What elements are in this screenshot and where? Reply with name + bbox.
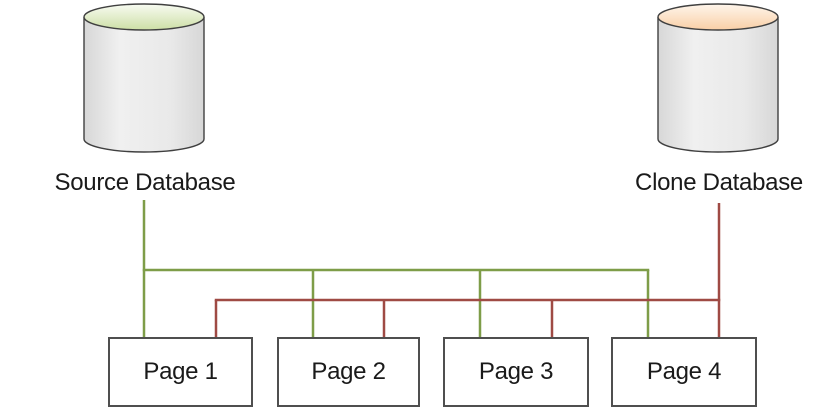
source-connections	[142, 200, 650, 338]
page-box-3: Page 3	[443, 337, 589, 407]
page-box-label: Page 1	[143, 358, 218, 385]
page-box-label: Page 2	[311, 358, 386, 385]
page-box-2: Page 2	[277, 337, 420, 407]
page-box-label: Page 3	[478, 358, 554, 385]
source-database-icon	[83, 3, 205, 153]
page-box-1: Page 1	[108, 337, 253, 407]
page-box-4: Page 4	[611, 337, 757, 407]
source-cylinder-top	[83, 3, 205, 31]
clone-connections	[214, 203, 721, 338]
page-box-label: Page 4	[646, 358, 722, 385]
source-database-label: Source Database	[54, 169, 236, 196]
clone-cylinder-body	[657, 17, 779, 153]
clone-cylinder-top	[657, 3, 779, 31]
source-cylinder-body	[83, 17, 205, 153]
clone-database-icon	[657, 3, 779, 153]
clone-database-label: Clone Database	[635, 169, 803, 196]
